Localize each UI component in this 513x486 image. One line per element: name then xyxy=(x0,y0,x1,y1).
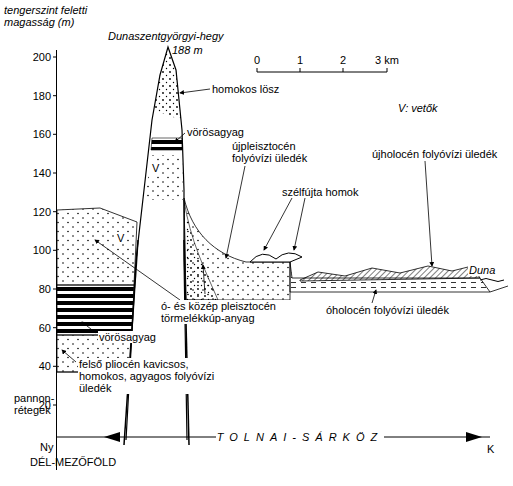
debris-cone-layer xyxy=(57,208,137,285)
direction-mark: Ny xyxy=(40,441,53,453)
axis-value: 200 xyxy=(33,51,51,63)
axis-value: 40 xyxy=(39,360,51,372)
region-name: DÉL-MEZŐFÖLD xyxy=(30,456,116,468)
profile-arrow xyxy=(57,432,490,442)
layer-label: homokos lösz xyxy=(212,83,279,95)
river-name: Duna xyxy=(468,264,496,276)
young-pleistocene xyxy=(184,198,290,300)
hill-debris xyxy=(145,155,183,200)
danube-water xyxy=(480,279,504,282)
old-holocene xyxy=(290,262,490,292)
sandy-loess xyxy=(154,47,181,120)
layer-label: ó- és közép pleisztocén törmelékkúp-anya… xyxy=(160,300,290,324)
axis-value: 140 xyxy=(33,167,51,179)
scale-value: 1 xyxy=(297,54,303,66)
fault-mark: V xyxy=(151,162,160,174)
layer-label: óholocén folyóvízi üledék xyxy=(326,304,449,316)
scale-value: 2 xyxy=(340,54,346,66)
axis-value: 100 xyxy=(33,244,51,256)
scale-value: 3 km xyxy=(375,54,399,66)
layer-label: felső pliocén kavicsos, homokos, agyagos… xyxy=(78,358,220,394)
red-clay-layer xyxy=(57,285,134,335)
layer-label: vörösagyag xyxy=(187,126,244,138)
axis-value: 60 xyxy=(39,322,51,334)
height-label: 188 m xyxy=(172,44,203,56)
hill-name: Dunaszentgyörgyi-hegy xyxy=(108,30,224,42)
debris-cone-right xyxy=(184,200,218,300)
axis-value: 80 xyxy=(39,283,51,295)
direction-mark: K xyxy=(487,443,494,455)
height-axis xyxy=(53,50,57,470)
wind-blown-sand xyxy=(250,253,302,262)
layer-label: szélfújta homok xyxy=(282,186,358,198)
fault-mark: V xyxy=(116,232,125,244)
young-holocene xyxy=(300,266,480,281)
scale-value: 0 xyxy=(254,54,260,66)
leader-lines xyxy=(62,89,432,362)
layer-label: újholocén folyóvízi üledék xyxy=(372,148,497,160)
axis-value: 120 xyxy=(33,206,51,218)
layer-label: vörösagyag xyxy=(98,331,157,343)
layer-label: pannon-rétegek xyxy=(14,392,56,416)
scale-bar xyxy=(257,68,387,72)
layer-label: újpleisztocén folyóvízi üledék xyxy=(232,140,332,164)
region-name: TOLNAI-SÁRKÖZ xyxy=(216,431,384,443)
axis-value: 180 xyxy=(33,90,51,102)
axis-value: 160 xyxy=(33,128,51,140)
axis-title: tengerszint feletti magasság (m) xyxy=(4,4,116,28)
legend-note: V: vetők xyxy=(398,102,438,114)
